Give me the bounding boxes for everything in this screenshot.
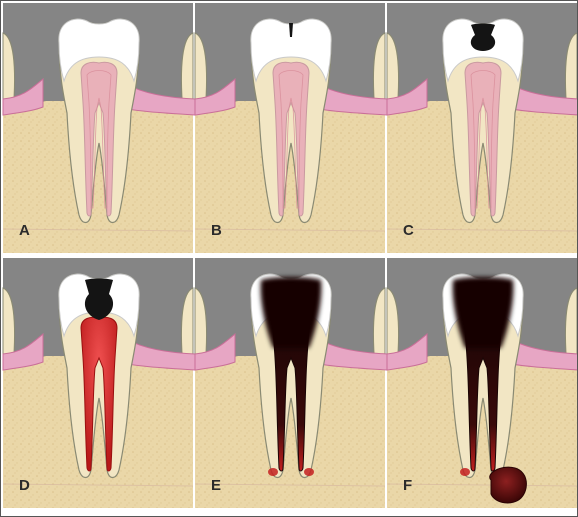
panel-label: A	[19, 222, 30, 239]
panel-e: E	[195, 258, 387, 508]
apical-inflammation-left	[268, 468, 278, 476]
panel-f: F	[387, 258, 578, 508]
panel-label: B	[211, 222, 222, 239]
panel-a: A	[3, 3, 195, 253]
panel-label: C	[403, 222, 414, 239]
caries-lesion	[261, 277, 322, 348]
apical-inflammation-right	[304, 468, 314, 476]
panel-d: D	[3, 258, 195, 508]
panel-label: E	[211, 477, 221, 494]
caries-lesion	[453, 277, 514, 348]
caries-lesion	[85, 279, 113, 321]
caries-lesion	[471, 24, 495, 52]
periapical-abscess	[490, 467, 527, 503]
panel-label: F	[403, 477, 412, 494]
panel-label: D	[19, 477, 30, 494]
panel-c: C	[387, 3, 578, 253]
apical-inflammation-left	[460, 468, 470, 476]
panel-b: B	[195, 3, 387, 253]
